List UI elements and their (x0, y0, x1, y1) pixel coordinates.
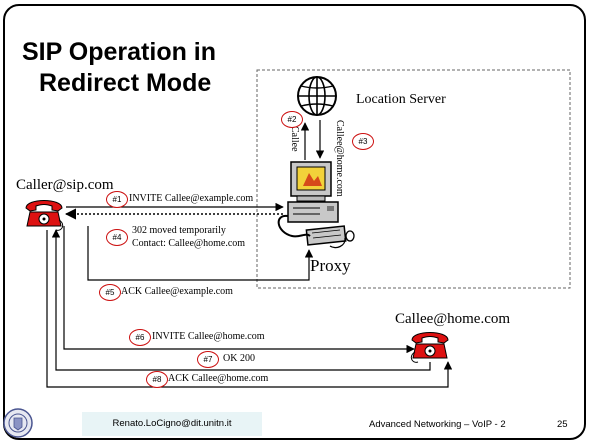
step-number: #6 (129, 329, 151, 346)
step-label: ACK Callee@example.com (121, 286, 233, 297)
slide-frame (3, 4, 586, 440)
course-title: Advanced Networking – VoIP - 2 (369, 419, 506, 430)
slide-title-line2: Redirect Mode (39, 69, 212, 97)
step-number: #3 (352, 133, 374, 150)
telephone-icon (25, 200, 64, 231)
step-number: #1 (106, 191, 128, 208)
proxy-label: Proxy (310, 256, 351, 275)
seal-icon (3, 408, 33, 438)
step-number: #7 (197, 351, 219, 368)
step-label: INVITE Callee@example.com (129, 193, 254, 204)
step-label: INVITE Callee@home.com (152, 331, 265, 342)
step-number: #8 (146, 371, 168, 388)
step-label: OK 200 (223, 353, 255, 364)
telephone-icon (410, 332, 449, 363)
location-server-label: Location Server (356, 92, 446, 107)
caller-label: Caller@sip.com (16, 177, 114, 193)
callee-label: Callee@home.com (395, 311, 511, 327)
step-label-contact: Contact: Callee@home.com (132, 238, 246, 249)
callee-vertical-label: Callee (289, 126, 300, 152)
computer-icon (277, 161, 355, 249)
author-email: Renato.LoCigno@dit.unitn.it (82, 412, 262, 436)
callee-home-vertical-label: Callee@home.com (334, 120, 345, 197)
slide-title-line1: SIP Operation in (22, 38, 217, 66)
domain-box (256, 69, 571, 289)
step-number: #4 (106, 229, 128, 246)
step-number: #2 (281, 111, 303, 128)
page-number: 25 (557, 419, 568, 430)
globe-icon (297, 76, 337, 116)
step-label: 302 moved temporarily (132, 225, 226, 236)
step-label: ACK Callee@home.com (168, 373, 269, 384)
step-number: #5 (99, 284, 121, 301)
